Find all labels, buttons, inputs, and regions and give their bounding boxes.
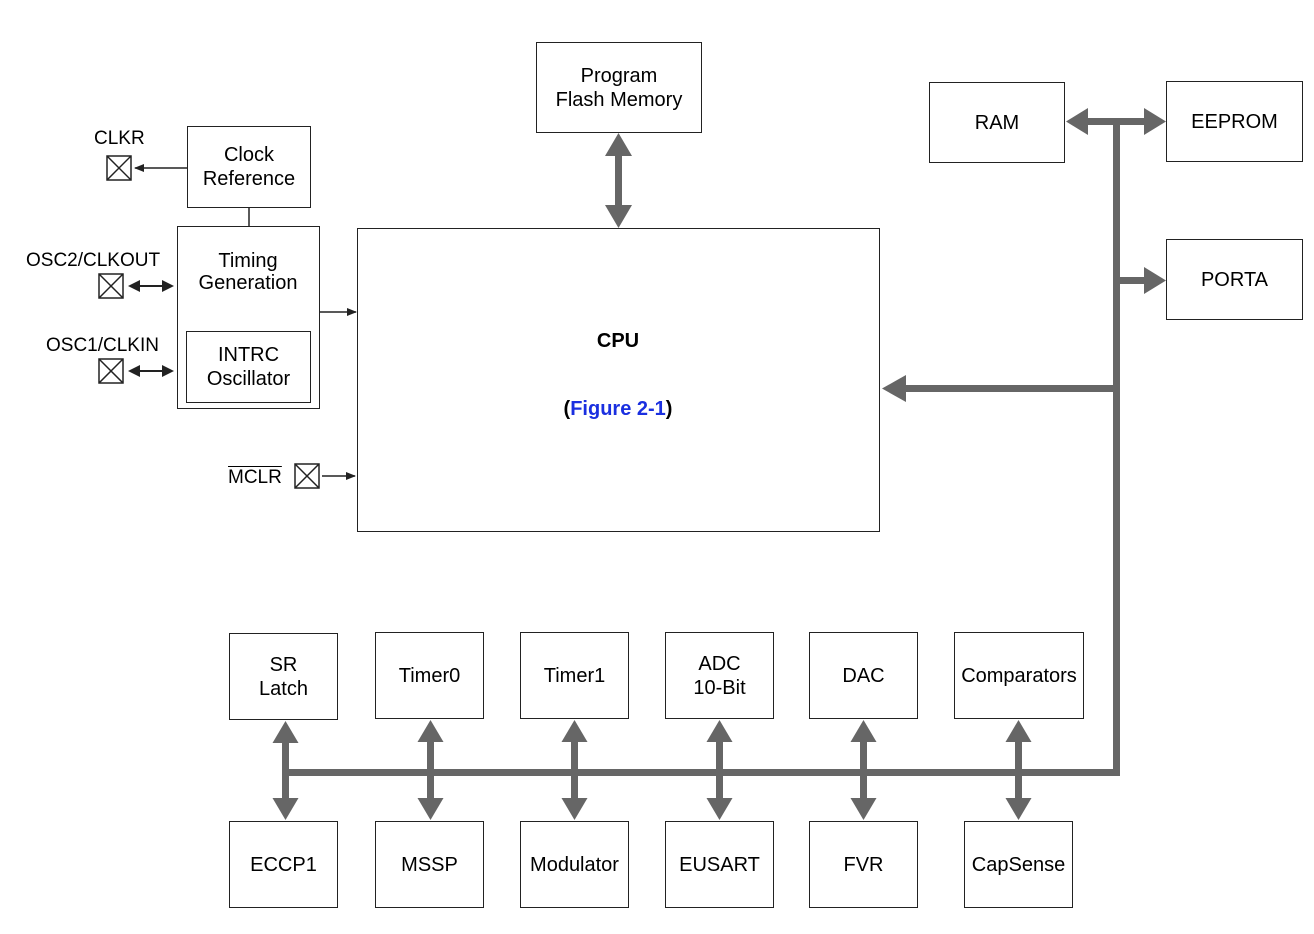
comparators-block: Comparators: [954, 632, 1084, 719]
mclr-pin-icon: [294, 463, 320, 489]
timer1-label: Timer1: [543, 664, 606, 687]
porta-arrowhead: [1144, 267, 1166, 294]
cpu-ref-close: ): [665, 398, 673, 420]
peripheral-links: [272, 720, 1032, 820]
capsense-block: CapSense: [964, 821, 1073, 908]
program-flash-memory-block: Program Flash Memory: [536, 42, 702, 133]
mssp-label: MSSP: [401, 853, 458, 876]
porta-label: PORTA: [1200, 268, 1269, 291]
eeprom-block: EEPROM: [1166, 81, 1303, 162]
flash-arrowhead-down: [605, 205, 632, 228]
ram-arrowhead: [1066, 108, 1088, 135]
intrc-oscillator-block: INTRC Oscillator: [186, 331, 311, 403]
dac-block: DAC: [809, 632, 918, 719]
peripheral-link-3: [706, 720, 733, 820]
timer1-block: Timer1: [520, 632, 629, 719]
peripheral-link-1: [417, 720, 444, 820]
cpu-figure-reference: (Figure 2-1): [357, 398, 879, 421]
fvr-block: FVR: [809, 821, 918, 908]
ram-block: RAM: [929, 82, 1065, 163]
ram-label: RAM: [974, 111, 1020, 134]
dac-label: DAC: [842, 664, 885, 687]
eccp1-label: ECCP1: [250, 853, 317, 876]
program-flash-memory-label: Program Flash Memory: [555, 64, 683, 111]
sr-latch-label: SR Latch: [259, 653, 308, 700]
osc1-pin-icon: [98, 358, 124, 384]
peripheral-link-4: [850, 720, 877, 820]
adc-10-bit-label: ADC 10-Bit: [693, 652, 746, 699]
clkr-pin-label: CLKR: [94, 128, 145, 149]
timer0-label: Timer0: [398, 664, 461, 687]
modulator-block: Modulator: [520, 821, 629, 908]
eccp1-block: ECCP1: [229, 821, 338, 908]
timer0-block: Timer0: [375, 632, 484, 719]
osc2-clkout-pin-label: OSC2/CLKOUT: [26, 250, 161, 271]
fvr-label: FVR: [843, 853, 884, 876]
modulator-label: Modulator: [530, 853, 619, 876]
porta-block: PORTA: [1166, 239, 1303, 320]
peripheral-link-0: [272, 721, 299, 820]
eusart-block: EUSART: [665, 821, 774, 908]
timing-generation-label: Timing Generation: [198, 250, 298, 294]
flash-arrowhead-up: [605, 133, 632, 156]
osc1-clkin-pin-label: OSC1/CLKIN: [46, 335, 159, 356]
system-bus: [282, 108, 1166, 776]
cpu-arrowhead: [882, 375, 906, 402]
clkr-pin-icon: [106, 155, 132, 181]
capsense-label: CapSense: [971, 853, 1066, 876]
pin-symbols: [98, 155, 320, 489]
comparators-label: Comparators: [961, 664, 1077, 687]
mssp-block: MSSP: [375, 821, 484, 908]
peripheral-link-2: [561, 720, 588, 820]
sr-latch-block: SR Latch: [229, 633, 338, 720]
osc-arrows: [128, 280, 174, 377]
osc2-pin-icon: [98, 273, 124, 299]
mclr-pin-label: MCLR: [228, 467, 282, 488]
clock-reference-label: Clock Reference: [202, 144, 296, 190]
clock-reference-block: Clock Reference: [187, 126, 311, 208]
intrc-oscillator-label: INTRC Oscillator: [206, 344, 291, 390]
cpu-ref-open: (: [563, 398, 571, 420]
eeprom-label: EEPROM: [1191, 110, 1278, 133]
eeprom-arrowhead: [1144, 108, 1166, 135]
cpu-label: CPU: [596, 330, 640, 352]
eusart-label: EUSART: [679, 853, 760, 876]
figure-2-1-link[interactable]: Figure 2-1: [570, 398, 666, 420]
adc-10-bit-block: ADC 10-Bit: [665, 632, 774, 719]
clock-wiring: [134, 164, 357, 480]
peripheral-link-5: [1005, 720, 1032, 820]
cpu-block: [357, 228, 880, 532]
